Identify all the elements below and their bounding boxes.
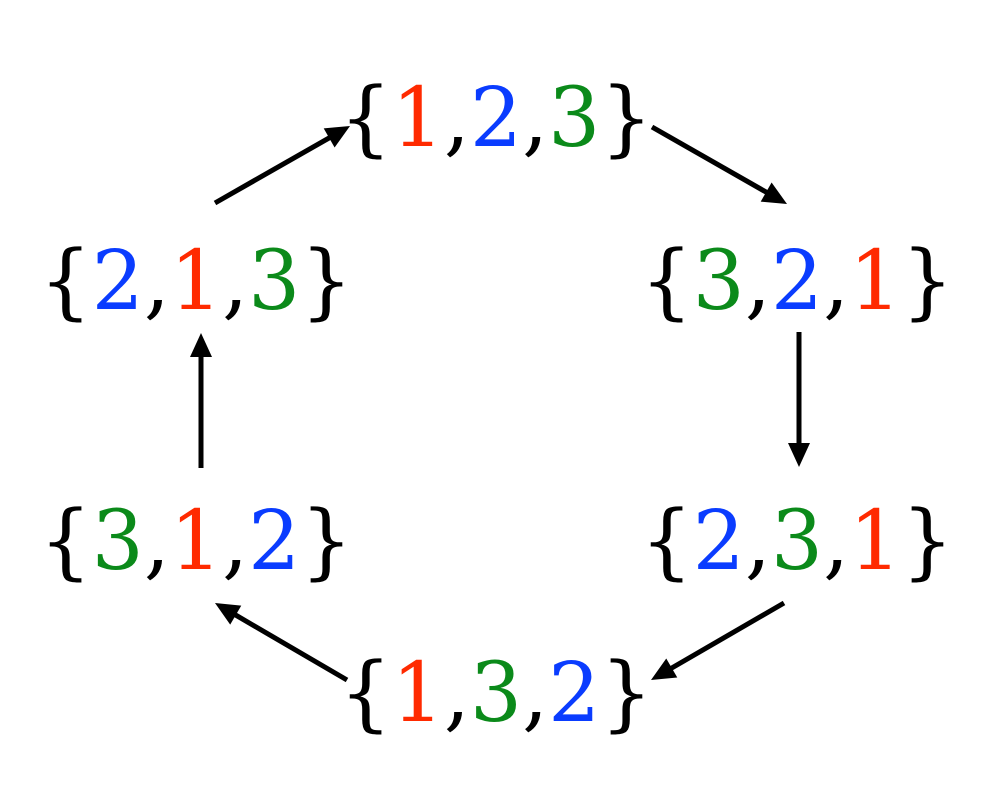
arrow-n321-to-n231: [788, 332, 810, 467]
open-brace: {: [640, 234, 692, 329]
digit-2: 2: [470, 71, 522, 166]
arrow-head: [323, 126, 350, 148]
open-brace: {: [640, 494, 692, 589]
arrow-n123-to-n321: [650, 124, 787, 204]
set-node-231: {2,3,1}: [640, 494, 953, 589]
digit-2: 2: [248, 494, 300, 589]
digit-1: 1: [392, 646, 444, 741]
arrow-shaft: [650, 124, 770, 196]
arrow-shaft: [668, 600, 786, 672]
digit-3: 3: [693, 234, 745, 329]
arrow-n213-to-n123: [213, 126, 350, 206]
digit-3: 3: [771, 494, 823, 589]
comma: ,: [222, 234, 248, 329]
open-brace: {: [39, 234, 91, 329]
digit-3: 3: [548, 71, 600, 166]
nodes-layer: {1,2,3}{3,2,1}{2,3,1}{1,3,2}{3,1,2}{2,1,…: [39, 71, 953, 741]
digit-2: 2: [548, 646, 600, 741]
close-brace: }: [600, 71, 652, 166]
arrow-shaft: [232, 611, 349, 683]
digit-3: 3: [248, 234, 300, 329]
arrow-n231-to-n132: [651, 600, 786, 680]
set-node-312: {3,1,2}: [39, 494, 352, 589]
digit-3: 3: [92, 494, 144, 589]
digit-3: 3: [470, 646, 522, 741]
comma: ,: [144, 234, 170, 329]
comma: ,: [745, 494, 771, 589]
open-brace: {: [339, 71, 391, 166]
arrow-head: [788, 443, 810, 467]
arrow-head: [215, 603, 242, 625]
comma: ,: [144, 494, 170, 589]
set-node-213: {2,1,3}: [39, 234, 352, 329]
set-node-123: {1,2,3}: [339, 71, 652, 166]
comma: ,: [823, 494, 849, 589]
set-node-321: {3,2,1}: [640, 234, 953, 329]
digit-1: 1: [170, 494, 222, 589]
comma: ,: [222, 494, 248, 589]
arrow-head: [651, 658, 678, 680]
arrows-layer: [190, 124, 810, 683]
arrow-head: [190, 333, 212, 357]
digit-1: 1: [392, 71, 444, 166]
comma: ,: [444, 71, 470, 166]
close-brace: }: [300, 494, 352, 589]
comma: ,: [745, 234, 771, 329]
arrow-shaft: [213, 134, 333, 206]
comma: ,: [522, 71, 548, 166]
open-brace: {: [339, 646, 391, 741]
open-brace: {: [39, 494, 91, 589]
close-brace: }: [901, 234, 953, 329]
arrow-head: [760, 182, 787, 204]
comma: ,: [823, 234, 849, 329]
digit-2: 2: [92, 234, 144, 329]
arrow-n132-to-n312: [215, 603, 349, 683]
digit-2: 2: [771, 234, 823, 329]
comma: ,: [522, 646, 548, 741]
digit-1: 1: [849, 234, 901, 329]
close-brace: }: [901, 494, 953, 589]
set-node-132: {1,3,2}: [339, 646, 652, 741]
digit-2: 2: [693, 494, 745, 589]
close-brace: }: [600, 646, 652, 741]
arrow-n312-to-n213: [190, 333, 212, 468]
close-brace: }: [300, 234, 352, 329]
digit-1: 1: [170, 234, 222, 329]
comma: ,: [444, 646, 470, 741]
digit-1: 1: [849, 494, 901, 589]
